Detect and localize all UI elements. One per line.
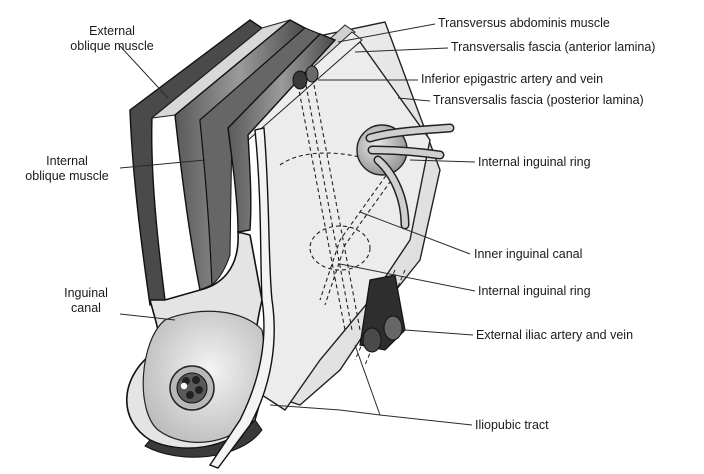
label-inferior-epigastric: Inferior epigastric artery and vein	[421, 72, 603, 87]
label-internal-oblique-line2: oblique muscle	[12, 169, 122, 184]
label-external-oblique-line2: oblique muscle	[62, 39, 162, 54]
label-transversalis-posterior: Transversalis fascia (posterior lamina)	[433, 93, 644, 108]
label-transversalis-anterior: Transversalis fascia (anterior lamina)	[451, 40, 655, 55]
epigastric-vessel-a	[293, 71, 307, 89]
epigastric-vessel-b	[306, 66, 318, 82]
label-external-iliac: External iliac artery and vein	[476, 328, 633, 343]
label-inguinal-canal-line2: canal	[50, 301, 122, 316]
label-inguinal-canal-line1: Inguinal	[50, 286, 122, 301]
label-internal-ring-upper: Internal inguinal ring	[478, 155, 591, 170]
label-inguinal-canal: Inguinal canal	[50, 286, 122, 316]
label-iliopubic-tract: Iliopubic tract	[475, 418, 549, 433]
label-external-oblique-line1: External	[62, 24, 162, 39]
label-internal-ring-lower: Internal inguinal ring	[478, 284, 591, 299]
label-inner-canal: Inner inguinal canal	[474, 247, 582, 262]
label-transversus-abdominis: Transversus abdominis muscle	[438, 16, 610, 31]
label-external-oblique: External oblique muscle	[62, 24, 162, 54]
label-internal-oblique-line1: Internal	[12, 154, 122, 169]
label-internal-oblique: Internal oblique muscle	[12, 154, 122, 184]
